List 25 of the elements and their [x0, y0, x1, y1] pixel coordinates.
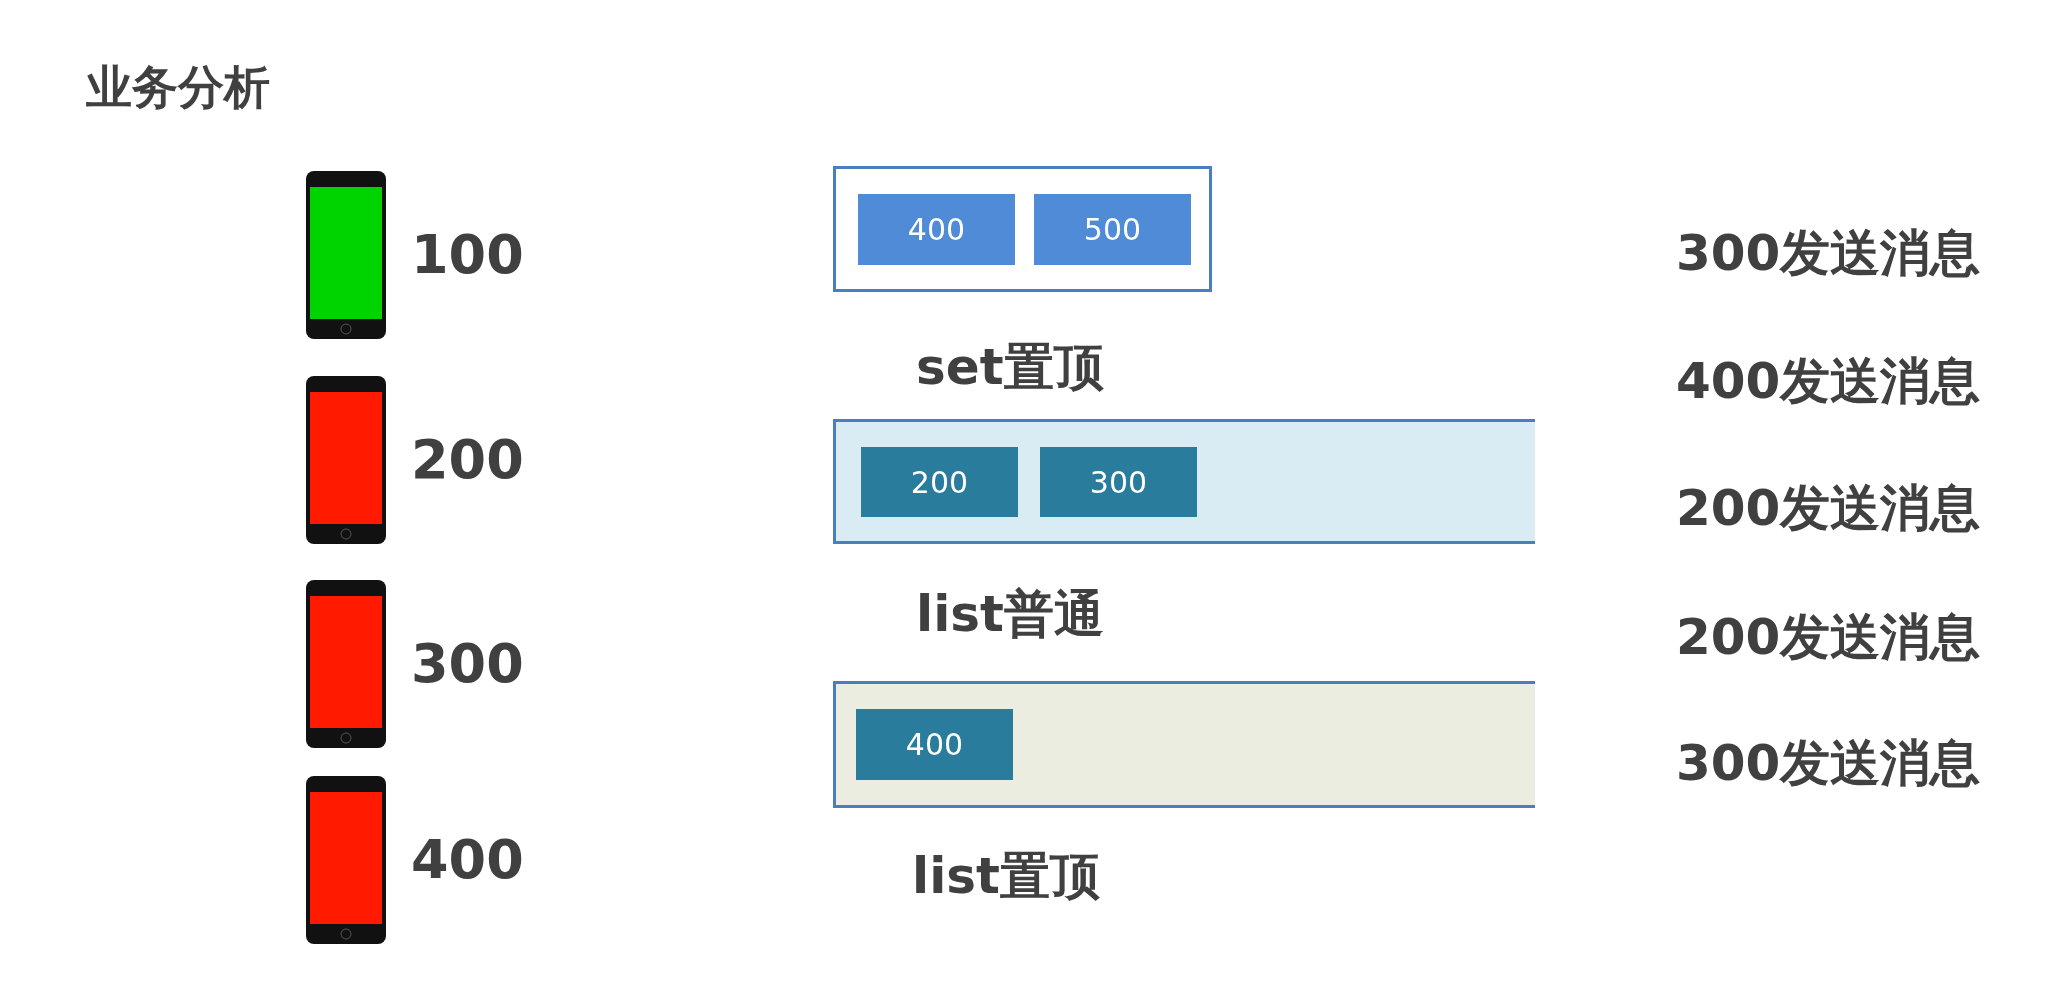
page-title: 业务分析 — [86, 64, 270, 110]
phone-number: 200 — [411, 433, 524, 487]
message-text: 300发送消息 — [1676, 228, 1981, 278]
message-text: 400发送消息 — [1676, 356, 1981, 406]
group-panel — [833, 681, 1535, 808]
item-tile: 300 — [1040, 447, 1197, 517]
phone-number: 300 — [411, 637, 524, 691]
group-caption: list普通 — [916, 589, 1104, 639]
item-tile: 200 — [861, 447, 1018, 517]
group-panel — [833, 166, 1212, 292]
smartphone-drawing — [306, 171, 386, 339]
group-caption: list置顶 — [912, 851, 1100, 901]
phone-number: 100 — [411, 228, 524, 282]
smartphone-drawing — [306, 580, 386, 748]
message-text: 200发送消息 — [1676, 612, 1981, 662]
item-tile: 500 — [1034, 194, 1191, 265]
item-tile: 400 — [856, 709, 1013, 780]
item-tile: 400 — [858, 194, 1015, 265]
group-panel — [833, 419, 1535, 544]
smartphone-drawing — [306, 776, 386, 944]
smartphone-drawing — [306, 376, 386, 544]
message-text: 300发送消息 — [1676, 738, 1981, 788]
phone-number: 400 — [411, 833, 524, 887]
group-caption: set置顶 — [916, 342, 1104, 392]
message-text: 200发送消息 — [1676, 483, 1981, 533]
